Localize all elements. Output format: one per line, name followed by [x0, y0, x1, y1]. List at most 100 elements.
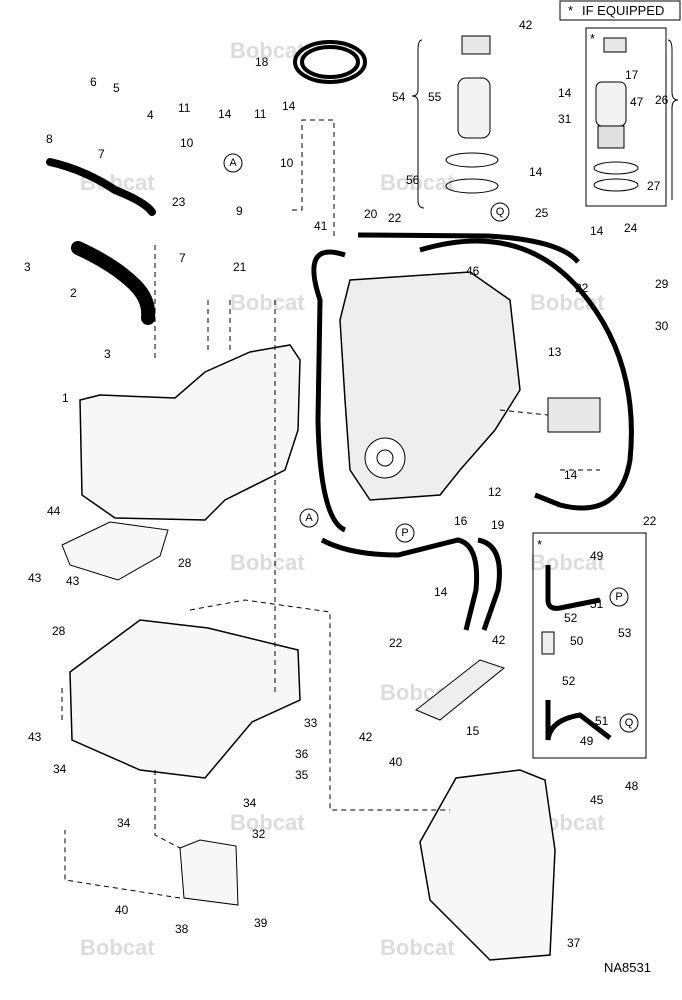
callout: 12: [488, 485, 502, 499]
callout: 17: [625, 68, 639, 82]
callout: 2: [70, 286, 77, 300]
callout: 34: [243, 796, 257, 810]
inset-mark: *: [537, 537, 542, 552]
callout: 15: [466, 724, 480, 738]
callout: 29: [655, 277, 669, 291]
callout: 5: [113, 81, 120, 95]
callout: 49: [590, 549, 604, 563]
watermark: Bobcat: [80, 935, 155, 960]
callout: 9: [236, 204, 243, 218]
connector-label: P: [401, 527, 408, 539]
hose-13: [311, 249, 347, 533]
watermark: Bobcat: [530, 550, 605, 575]
callout: 14: [564, 468, 578, 482]
hose-8: [46, 158, 156, 216]
connector-label: A: [305, 512, 313, 524]
callout: 28: [52, 624, 66, 638]
fuel-tank: [79, 344, 301, 521]
callout: 27: [647, 179, 661, 193]
callout: 22: [388, 211, 402, 225]
callout: 33: [304, 716, 318, 730]
callout: 35: [295, 768, 309, 782]
bracket-54: [411, 39, 425, 209]
watermark: Bobcat: [230, 38, 305, 63]
callout: 14: [218, 107, 232, 121]
callout: 23: [172, 195, 186, 209]
callout: 14: [529, 165, 543, 179]
watermark: Bobcat: [230, 550, 305, 575]
callout: 14: [590, 224, 604, 238]
callout-numbers: 1 2 3 3 4 5 6 7 7 8 9 10 10 11 11 12 13 …: [24, 18, 669, 950]
callout: 16: [454, 514, 468, 528]
callout: 36: [295, 747, 309, 761]
callout: 40: [389, 755, 403, 769]
callout: 8: [46, 132, 53, 146]
callout: 53: [618, 626, 632, 640]
callout: 11: [178, 101, 191, 115]
callout: 51: [590, 597, 604, 611]
callout: 24: [624, 221, 638, 235]
callout: 42: [492, 633, 506, 647]
callout: 30: [655, 319, 669, 333]
callout: 44: [47, 504, 61, 518]
callout: 20: [364, 207, 378, 221]
callout: 51: [595, 714, 609, 728]
callout: 43: [66, 574, 80, 588]
callout: 40: [115, 903, 129, 917]
callout: 45: [590, 793, 604, 807]
watermark: Bobcat: [380, 935, 455, 960]
callout: 19: [491, 518, 505, 532]
callout: 47: [630, 95, 644, 109]
callout: 22: [643, 514, 657, 528]
callout: 3: [104, 347, 111, 361]
fuel-cooler-15: [415, 659, 506, 721]
callout: 37: [567, 936, 581, 950]
bracket-26: [667, 39, 679, 200]
callout: 28: [178, 556, 192, 570]
watermark: Bobcat: [230, 290, 305, 315]
callout: 48: [625, 779, 639, 793]
callout: 14: [434, 585, 448, 599]
callout: 49: [580, 734, 594, 748]
callout: 43: [28, 730, 42, 744]
hose-18: [293, 40, 367, 84]
callout: 56: [406, 173, 420, 187]
callout: 10: [280, 156, 294, 170]
callout: 46: [466, 264, 480, 278]
if-equipped-legend: * IF EQUIPPED: [559, 0, 681, 21]
tank-pan-33: [69, 619, 301, 779]
callout: 13: [548, 345, 562, 359]
callout: 7: [98, 147, 105, 161]
callout: 34: [53, 762, 67, 776]
callout: 7: [179, 251, 186, 265]
connector-label: Q: [496, 206, 505, 218]
hose-20: [357, 232, 580, 264]
callout: 54: [392, 90, 406, 104]
inset-mark: *: [590, 31, 595, 46]
callout: 26: [655, 93, 669, 107]
callout: 3: [24, 260, 31, 274]
callout: 25: [535, 206, 549, 220]
callout: 21: [233, 260, 247, 274]
connector-markers: [223, 153, 639, 733]
hose-13-right: [419, 238, 634, 511]
callout: 18: [255, 55, 269, 69]
optional-hose-inset: *: [532, 532, 647, 759]
engine-46: [339, 271, 521, 501]
watermark: Bobcat: [230, 810, 305, 835]
frame-45: [419, 769, 556, 961]
callout: 34: [117, 816, 131, 830]
callout: 42: [359, 730, 373, 744]
callout: 22: [389, 636, 403, 650]
callout: 41: [314, 219, 328, 233]
connector-label: P: [615, 591, 622, 603]
callout: 11: [254, 107, 267, 121]
callout: 6: [90, 75, 97, 89]
callout: 22: [575, 281, 589, 295]
fuel-filter-55: [445, 35, 499, 194]
callout: 55: [428, 90, 442, 104]
connector-letters: A A Q Q P P: [229, 157, 633, 729]
callout: 52: [564, 611, 578, 625]
hose-19: [477, 537, 502, 631]
callout: 38: [175, 922, 189, 936]
